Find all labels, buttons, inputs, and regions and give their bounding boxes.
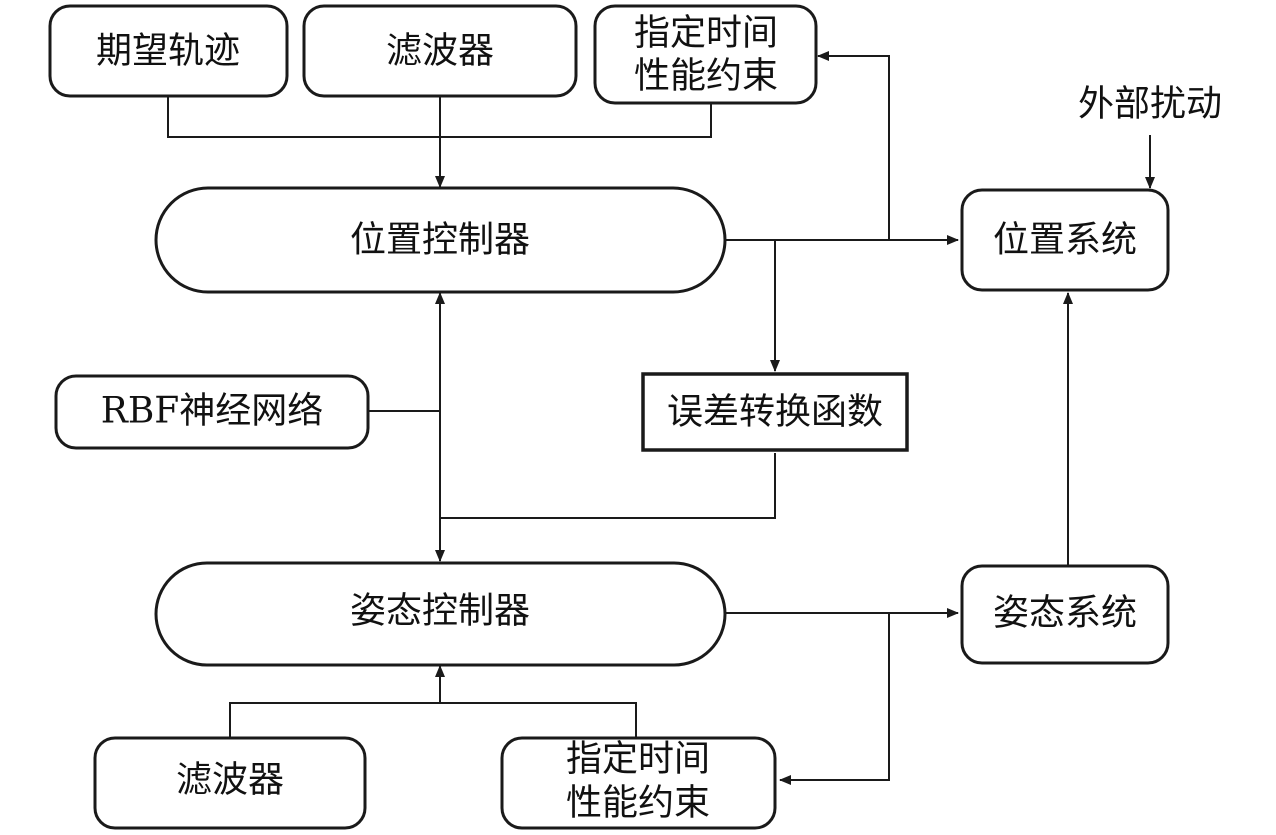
node-filter-top: 滤波器 xyxy=(302,4,578,98)
time-constraint-top-line2: 性能约束 xyxy=(634,56,778,97)
node-attitude-controller: 姿态控制器 xyxy=(154,561,727,667)
desired-trajectory-label: 期望轨迹 xyxy=(96,31,240,72)
time-constraint-top-line1: 指定时间 xyxy=(634,13,778,54)
filter-bottom-label: 滤波器 xyxy=(176,760,284,801)
position-controller-label: 位置控制器 xyxy=(350,220,530,261)
attitude-controller-label: 姿态控制器 xyxy=(350,591,530,632)
edge-error-transform-to-vertical xyxy=(440,453,776,519)
external-disturbance-label: 外部扰动 xyxy=(1078,84,1222,125)
node-position-system: 位置系统 xyxy=(960,188,1170,292)
node-error-transform: 误差转换函数 xyxy=(641,372,909,452)
node-attitude-system: 姿态系统 xyxy=(960,564,1170,665)
time-constraint-bottom-line1: 指定时间 xyxy=(566,739,710,780)
node-desired-trajectory: 期望轨迹 xyxy=(48,4,289,98)
connectors xyxy=(167,51,1155,785)
position-system-label: 位置系统 xyxy=(993,220,1137,261)
node-rbf-network: RBF神经网络 xyxy=(54,374,370,450)
edge-position-to-time-constraint-top xyxy=(817,51,890,240)
node-time-constraint-bottom: 指定时间 性能约束 xyxy=(500,736,777,830)
time-constraint-bottom-line2: 性能约束 xyxy=(566,783,710,824)
node-time-constraint-top: 指定时间 性能约束 xyxy=(593,4,818,105)
rbf-network-label: RBF神经网络 xyxy=(101,391,324,432)
filter-top-label: 滤波器 xyxy=(386,31,494,72)
attitude-system-label: 姿态系统 xyxy=(993,593,1137,634)
error-transform-label: 误差转换函数 xyxy=(667,392,883,433)
node-filter-bottom: 滤波器 xyxy=(93,736,367,830)
node-position-controller: 位置控制器 xyxy=(154,186,727,294)
edge-attitude-to-time-constraint-bottom xyxy=(779,613,890,785)
edge-bottom-inputs-merge xyxy=(229,702,637,738)
